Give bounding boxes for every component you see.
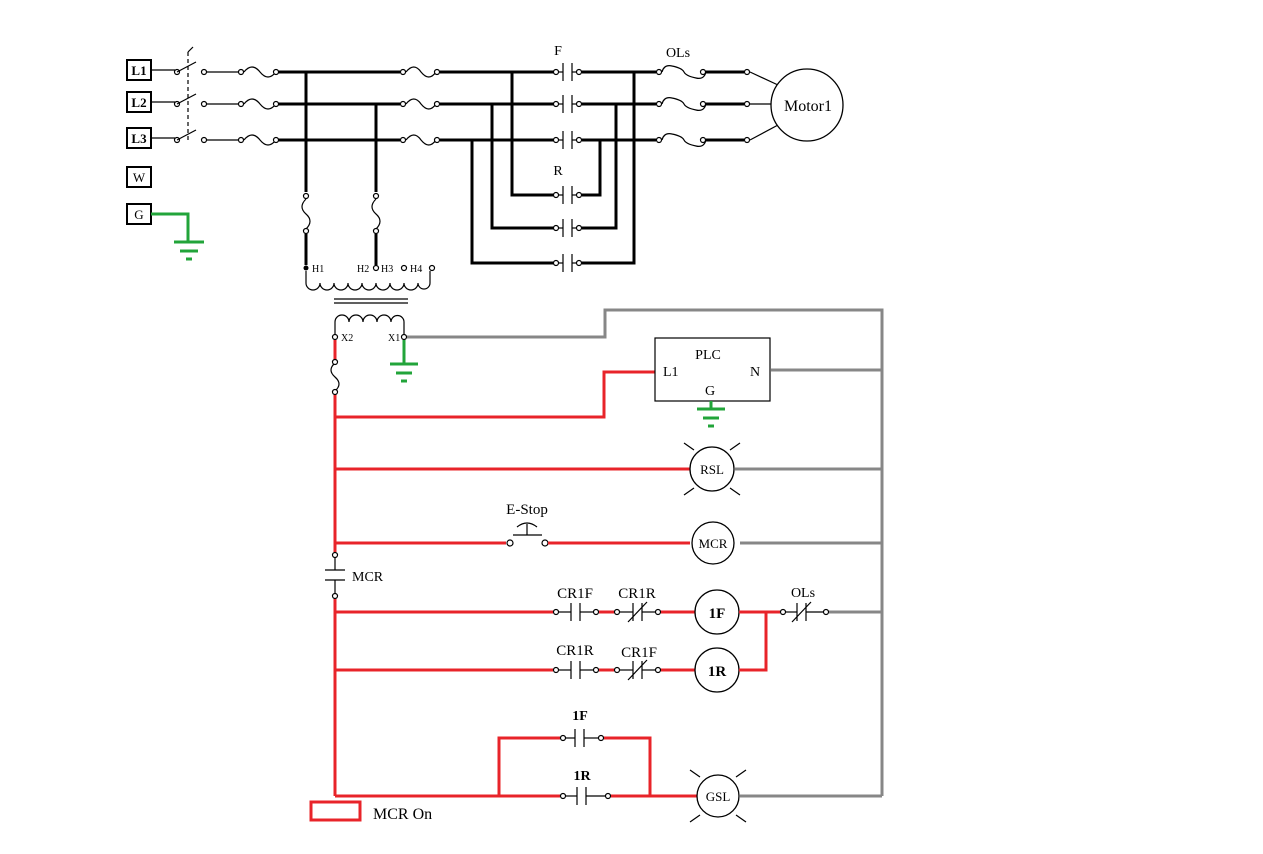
cr1r-nc-contact [613, 601, 662, 623]
mcr-on-indicator: MCR On [309, 800, 432, 823]
mcr-coil-label: MCR [699, 536, 728, 551]
rsl-lamp: RSL [683, 442, 741, 496]
terminal-w-label: W [133, 170, 146, 185]
x1-ground-icon [390, 340, 418, 383]
plc-module: PLC L1 N G [335, 337, 771, 428]
forward-contactor-label: F [554, 44, 562, 59]
terminal-l1-label: L1 [131, 63, 146, 78]
x1-label: X1 [388, 333, 400, 344]
reverse-contactor-label: R [553, 164, 563, 179]
terminal-l3: L3 [126, 127, 152, 149]
overloads: OLs [655, 46, 751, 147]
terminal-g-label: G [134, 207, 143, 222]
cr1f-no-label: CR1F [557, 586, 593, 602]
coil-1f: 1F [694, 589, 740, 635]
terminal-block: L1 L2 L3 W G [126, 59, 152, 225]
estop-button [506, 522, 549, 547]
overloads-label: OLs [666, 46, 690, 61]
motor: Motor1 [749, 68, 844, 142]
motor-feeders [582, 70, 656, 142]
h3-label: H3 [381, 264, 393, 275]
coil-1f-label: 1F [709, 606, 726, 622]
gsl-label: GSL [706, 789, 731, 804]
h1-label: H1 [312, 264, 324, 275]
cr1f-no-contact [552, 603, 600, 621]
cr1f-nc-label: CR1F [621, 645, 657, 661]
reverse-contactor: R [552, 164, 583, 272]
terminal-g: G [126, 203, 152, 225]
h2-label: H2 [357, 264, 369, 275]
terminal-l2-label: L2 [131, 95, 146, 110]
cr1r-no-label: CR1R [556, 643, 594, 659]
ols-nc-contact: OLs [779, 586, 830, 623]
coil-1r-label: 1R [708, 664, 727, 680]
reverse-rung: CR1R CR1F 1R [335, 612, 768, 693]
hold-1f-contact [559, 729, 605, 747]
estop-label: E-Stop [506, 502, 548, 518]
hold-1r-label: 1R [573, 769, 591, 784]
plc-n-label: N [750, 365, 760, 380]
forward-contactor: F [552, 44, 583, 149]
estop-rung: E-Stop MCR [335, 502, 735, 565]
coil-1r: 1R [694, 647, 740, 693]
mcr-contact-label: MCR [352, 570, 384, 585]
gsl-lamp: GSL [689, 769, 747, 823]
terminal-l1: L1 [126, 59, 152, 81]
mcr-on-label: MCR On [373, 806, 432, 823]
mcr-coil: MCR [691, 521, 735, 565]
motor-label: Motor1 [784, 98, 832, 115]
main-fuses [207, 66, 280, 146]
cr1r-nc-label: CR1R [618, 586, 656, 602]
gsl-rung: 1F 1R GSL [335, 709, 747, 823]
plc-g-label: G [705, 384, 715, 399]
cr1r-no-contact [552, 661, 600, 679]
ols-nc-label: OLs [791, 586, 815, 601]
cr1f-nc-contact [613, 659, 662, 681]
x2-label: X2 [341, 333, 353, 344]
terminal-w: W [126, 166, 152, 188]
disconnect-switch [151, 46, 208, 144]
terminal-l2: L2 [126, 91, 152, 113]
plc-title: PLC [695, 348, 721, 363]
control-transformer: H1 H2 H3 H4 X2 X1 [301, 72, 436, 344]
neutral-rail [407, 308, 884, 798]
reverse-branches [470, 72, 636, 265]
hold-1f-label: 1F [572, 709, 588, 724]
hot-rail [330, 340, 340, 796]
rsl-rung: RSL [335, 442, 741, 496]
plc-l1-label: L1 [663, 365, 679, 380]
forward-rung: CR1F CR1R 1F [335, 586, 780, 635]
main-ground-icon [151, 212, 204, 261]
power-bus [278, 66, 554, 146]
hold-1r-contact [559, 787, 612, 805]
plc-ground-icon [697, 401, 725, 428]
mcr-contact: MCR [325, 558, 384, 593]
rsl-label: RSL [700, 462, 724, 477]
terminal-l3-label: L3 [131, 131, 147, 146]
h4-label: H4 [410, 264, 422, 275]
